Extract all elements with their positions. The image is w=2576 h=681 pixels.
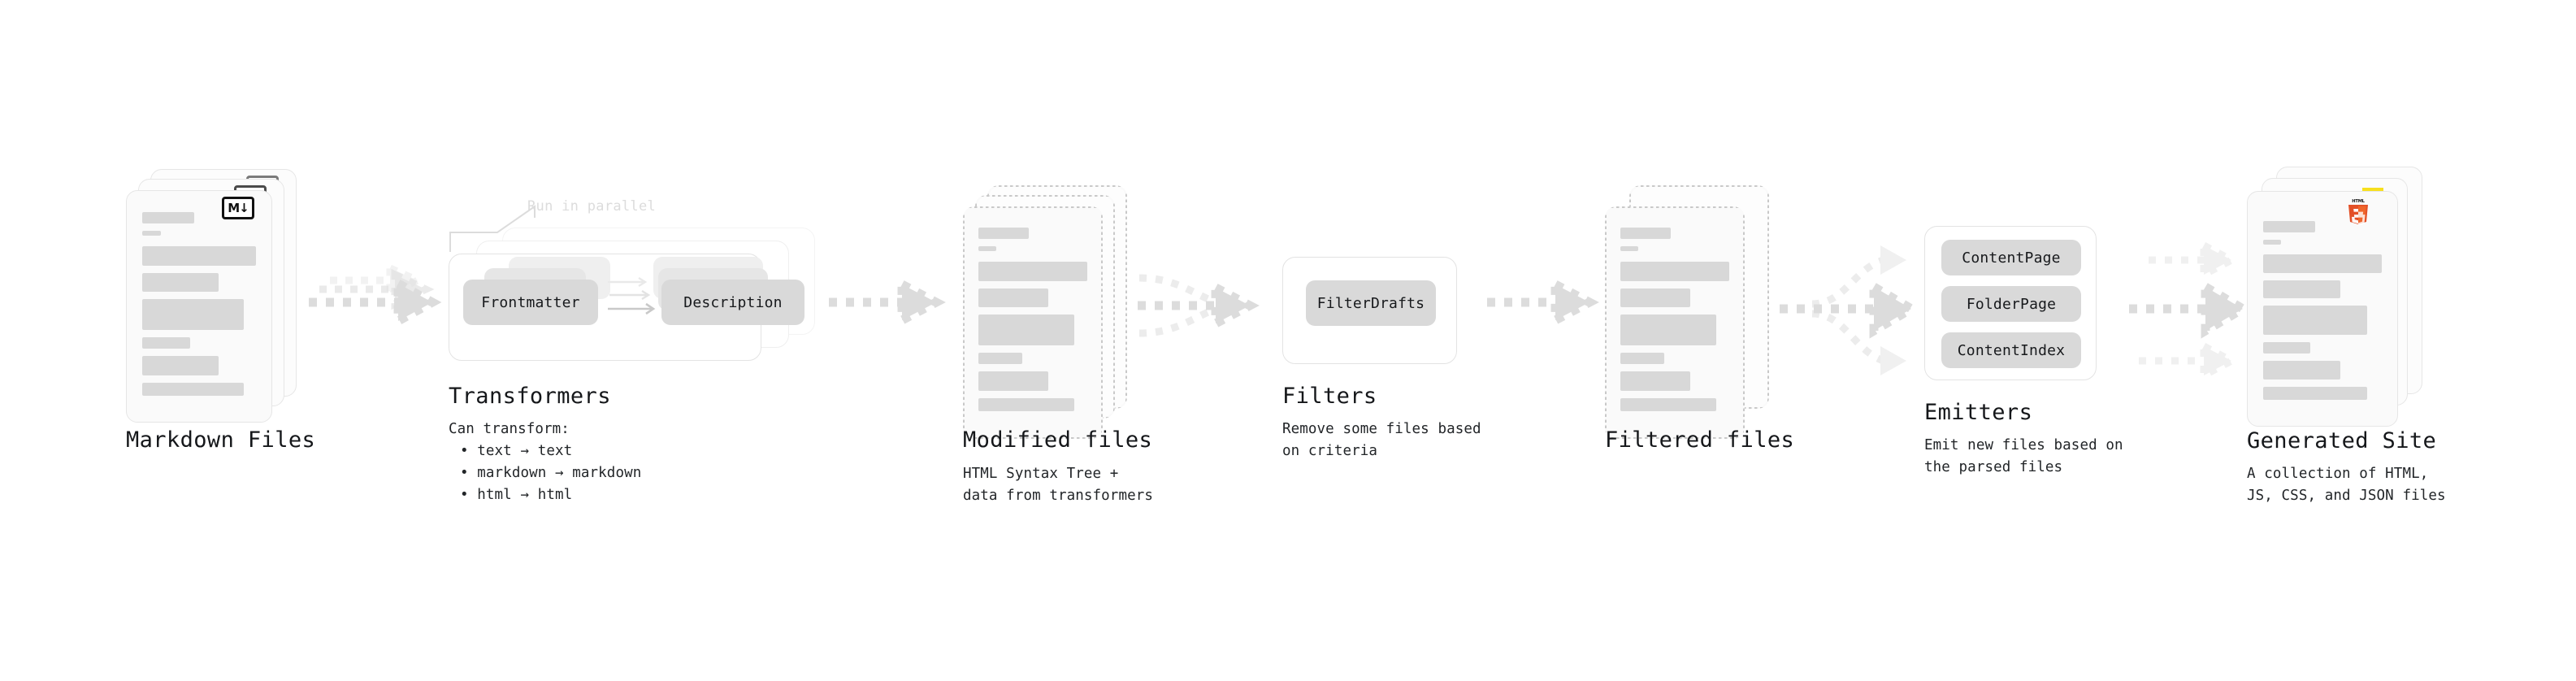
skeleton-bar [978, 398, 1074, 411]
skeleton-bar [978, 371, 1048, 391]
skeleton-bar [2263, 221, 2315, 232]
arrow-filtered-to-emitters [1780, 245, 1920, 375]
arrow-modified-to-filters [1138, 274, 1260, 337]
modified-files-title: Modified files [963, 427, 1153, 453]
skeleton-bar [2263, 342, 2311, 354]
transformers-bullet-2: • html → html [460, 487, 573, 503]
skeleton-bar [142, 299, 244, 330]
skeleton-bar [2263, 306, 2368, 335]
filters-title: Filters [1282, 384, 1377, 409]
arrow-filters-to-filtered [1487, 276, 1599, 328]
skeleton-bar [142, 337, 190, 349]
skeleton-bar [142, 273, 219, 292]
filters-subtitle: Remove some files based on criteria [1282, 421, 1481, 459]
skeleton-bar [1620, 371, 1690, 391]
skeleton-bar [978, 288, 1048, 307]
filtered-files-stack [1605, 185, 1776, 444]
markdown-badge-icon: M↓ [222, 197, 254, 219]
skeleton-bar [1620, 246, 1638, 251]
skeleton-bar [1620, 262, 1729, 281]
svg-text:HTML: HTML [2352, 199, 2365, 204]
run-in-parallel-leader [449, 205, 536, 252]
transformers-bullet-0: • text → text [460, 443, 573, 459]
modified-files-stack [963, 185, 1134, 444]
transformers-subtitle: Can transform: [449, 421, 570, 437]
skeleton-bar [1620, 314, 1716, 345]
skeleton-bar [2263, 280, 2340, 298]
skeleton-bar [978, 314, 1074, 345]
arrow-emitters-to-site [2129, 239, 2252, 382]
generated-site-subtitle: A collection of HTML, JS, CSS, and JSON … [2247, 466, 2446, 504]
transformers-bullet-1: • markdown → markdown [460, 465, 642, 481]
skeleton-bar [1620, 353, 1664, 364]
skeleton-bar [1620, 228, 1671, 239]
skeleton-bar [2263, 387, 2368, 400]
skeleton-bar [142, 356, 219, 375]
skeleton-bar [2263, 240, 2281, 245]
skeleton-bar [142, 383, 244, 396]
markdown-file-skeleton [142, 212, 256, 403]
modified-file-skeleton [978, 228, 1087, 419]
skeleton-bar [1620, 288, 1690, 307]
transformer-inner-arrows [608, 276, 656, 315]
chip-filterdrafts[interactable]: FilterDrafts [1306, 280, 1436, 326]
modified-files-subtitle: HTML Syntax Tree + data from transformer… [963, 466, 1153, 504]
markdown-files-title: Markdown Files [126, 427, 316, 453]
generated-file-html [2247, 191, 2398, 427]
run-in-parallel-label: Run in parallel [527, 198, 657, 215]
filtered-file-skeleton [1620, 228, 1729, 419]
skeleton-bar [978, 262, 1087, 281]
transformers-group: Run in parallel Frontmatter Description [449, 198, 822, 361]
generated-site-title: Generated Site [2247, 428, 2437, 453]
chip-contentpage[interactable]: ContentPage [1941, 240, 2081, 275]
skeleton-bar [2263, 254, 2382, 273]
emitters-box: ContentPage FolderPage ContentIndex [1924, 226, 2097, 380]
chip-contentindex[interactable]: ContentIndex [1941, 332, 2081, 368]
html5-badge-icon: HTML [2346, 197, 2370, 226]
skeleton-bar [142, 212, 194, 223]
skeleton-bar [142, 231, 161, 236]
skeleton-bar [142, 246, 256, 266]
markdown-files-stack: M↓ M↓ M↓ [126, 169, 297, 423]
skeleton-bar [978, 246, 996, 251]
emitters-title: Emitters [1924, 400, 2033, 425]
chip-frontmatter[interactable]: Frontmatter [463, 280, 598, 325]
arrow-transformers-to-modified [829, 276, 946, 328]
filtered-file-front [1605, 206, 1745, 439]
modified-file-front [963, 206, 1103, 439]
filters-box: FilterDrafts [1282, 257, 1457, 364]
skeleton-bar [978, 228, 1029, 239]
skeleton-bar [978, 353, 1022, 364]
markdown-file-front [126, 190, 272, 423]
generated-file-skeleton [2263, 221, 2382, 407]
skeleton-bar [1620, 398, 1716, 411]
skeleton-bar [2263, 361, 2340, 380]
filtered-files-title: Filtered files [1605, 427, 1795, 453]
emitters-subtitle: Emit new files based on the parsed files [1924, 437, 2123, 475]
generated-site-stack: CSS HTML [2247, 167, 2434, 427]
chip-description[interactable]: Description [661, 280, 804, 325]
arrow-markdown-to-transformers [309, 262, 442, 329]
chip-folderpage[interactable]: FolderPage [1941, 286, 2081, 322]
transformers-title: Transformers [449, 384, 611, 409]
